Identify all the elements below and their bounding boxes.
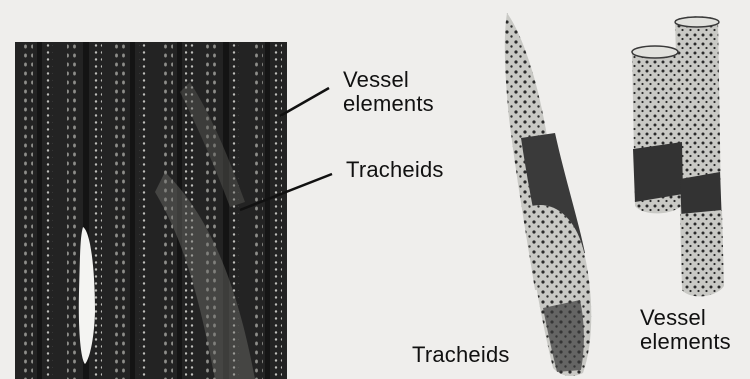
vessel-elements-illustration xyxy=(620,14,735,304)
vessel-elements-label-top-line1: Vessel xyxy=(343,68,434,92)
vessel-elements-label-bottom-line2: elements xyxy=(640,330,731,354)
vessel-elements-label-bottom-line1: Vessel xyxy=(640,306,731,330)
vessel-elements-leader-line xyxy=(280,88,329,116)
vessel-elements-label-top: Vessel elements xyxy=(343,68,434,116)
vessel-elements-label-bottom: Vessel elements xyxy=(640,306,731,354)
tracheids-label-bottom: Tracheids xyxy=(412,343,510,367)
vessel-elements-label-top-line2: elements xyxy=(343,92,434,116)
tracheids-leader-line xyxy=(240,174,332,210)
tracheids-label-top: Tracheids xyxy=(346,158,444,182)
tracheid-cells-illustration xyxy=(495,8,605,379)
